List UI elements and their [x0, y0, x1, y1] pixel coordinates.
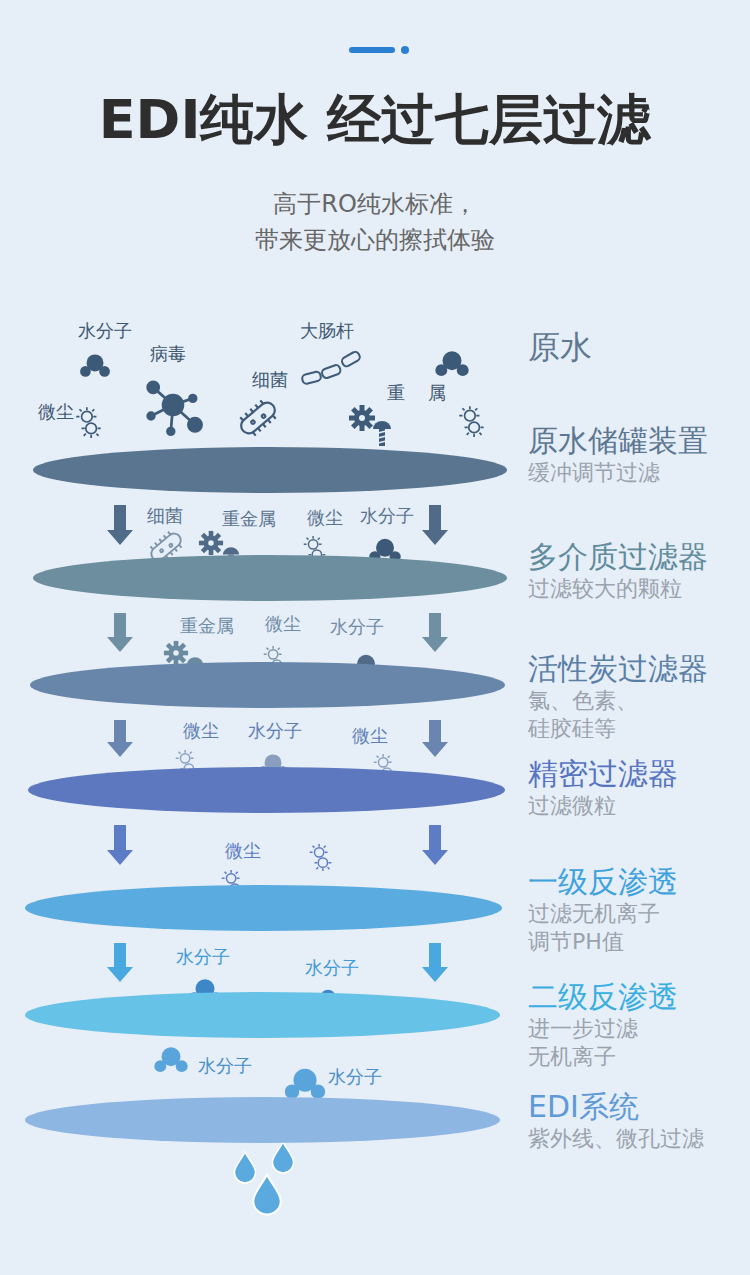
filter-layer: 二级反渗透进一步过滤 无机离子: [25, 992, 500, 1038]
particle-label: 重: [387, 382, 405, 404]
layer-text: 精密过滤器过滤微粒: [528, 757, 743, 820]
layer-disc-shape: [25, 1097, 500, 1143]
title: EDI纯水 经过七层过滤: [0, 88, 750, 153]
layer-text: 一级反渗透过滤无机离子 调节PH值: [528, 865, 688, 957]
layer-text: EDI系统紫外线、微孔过滤: [528, 1090, 743, 1153]
filter-layer: 原水储罐装置缓冲调节过滤: [33, 447, 507, 493]
filter-layer: 精密过滤器过滤微粒: [28, 767, 505, 813]
particle-label: 水分子: [248, 720, 302, 742]
title-bar: [349, 47, 395, 53]
layer-text: 二级反渗透进一步过滤 无机离子: [528, 980, 678, 1072]
layer-title: 精密过滤器: [528, 757, 743, 792]
particle-label: 水分子: [78, 320, 132, 342]
layer-title: EDI系统: [528, 1090, 743, 1125]
layer-title: 二级反渗透: [528, 980, 678, 1015]
particle-label: 细菌: [147, 505, 183, 527]
layer-title: 原水储罐装置: [528, 424, 743, 459]
layer-disc: [28, 767, 505, 813]
layer-title: 多介质过滤器: [528, 540, 743, 575]
caption: 高于RO纯水标准， 带来更放心的擦拭体验: [225, 186, 525, 258]
layer-disc-shape: [30, 662, 505, 708]
particle-label: 微尘: [265, 613, 301, 635]
layer-description: 紫外线、微孔过滤: [528, 1125, 743, 1154]
layer-text: 多介质过滤器过滤较大的颗粒: [528, 540, 743, 603]
particle-label: 水分子: [360, 505, 414, 527]
layer-description: 过滤微粒: [528, 792, 743, 821]
title-dot: [401, 46, 409, 54]
particle-label: 水分子: [198, 1055, 252, 1077]
flow-arrow: [422, 943, 448, 982]
filter-layer: EDI系统紫外线、微孔过滤: [25, 1097, 500, 1143]
flow-arrow: [107, 613, 133, 652]
filter-layer: 多介质过滤器过滤较大的颗粒: [33, 555, 507, 601]
layer-description: 进一步过滤 无机离子: [528, 1015, 658, 1072]
flow-arrow: [107, 825, 133, 865]
layer-disc-shape: [33, 555, 507, 601]
layer-disc: [25, 1097, 500, 1143]
filter-layer: 一级反渗透过滤无机离子 调节PH值: [25, 885, 502, 931]
layer-description: 氯、色素、 硅胶硅等: [528, 687, 658, 744]
particle-label: 水分子: [330, 616, 384, 638]
particle-label: 属: [428, 382, 446, 404]
layer-disc-shape: [25, 885, 502, 931]
particle-label: 微尘: [183, 720, 219, 742]
particle-label: 细菌: [252, 369, 288, 391]
layer-disc: [25, 885, 502, 931]
flow-arrow: [107, 505, 133, 545]
water-drops: [234, 1142, 293, 1215]
layer-disc: [30, 662, 505, 708]
layer-disc-shape: [25, 992, 500, 1038]
flow-arrow: [107, 720, 133, 757]
particle-label: 水分子: [328, 1066, 382, 1088]
flow-arrow: [107, 943, 133, 982]
layer-disc: [33, 447, 507, 493]
flow-arrow: [422, 720, 448, 757]
layer-description: 过滤无机离子 调节PH值: [528, 900, 688, 957]
particle-label: 微尘: [38, 401, 74, 423]
layer-disc-shape: [33, 447, 507, 493]
particle-label: 微尘: [352, 725, 388, 747]
filter-layer: 活性炭过滤器氯、色素、 硅胶硅等: [30, 662, 505, 708]
layer-description: 缓冲调节过滤: [528, 459, 743, 488]
layer-disc-shape: [28, 767, 505, 813]
layer-disc: [33, 555, 507, 601]
layer-disc: [25, 992, 500, 1038]
particle-label: 重金属: [222, 508, 276, 530]
flow-arrow: [422, 825, 448, 865]
layer-title: 活性炭过滤器: [528, 652, 708, 687]
particle-label: 水分子: [176, 946, 230, 968]
particle-label: 水分子: [305, 957, 359, 979]
layer-title: 一级反渗透: [528, 865, 688, 900]
layer-text: 活性炭过滤器氯、色素、 硅胶硅等: [528, 652, 708, 744]
layer-description: 过滤较大的颗粒: [528, 575, 743, 604]
particle-label: 病毒: [150, 343, 186, 365]
particle-label: 微尘: [307, 507, 343, 529]
particle-label: 微尘: [225, 840, 261, 862]
particle-label: 大肠杆: [300, 320, 354, 342]
flow-arrow: [422, 613, 448, 652]
stage-label: 原水: [528, 328, 592, 366]
flow-arrow: [422, 505, 448, 545]
layer-text: 原水储罐装置缓冲调节过滤: [528, 424, 743, 487]
particle-label: 重金属: [180, 615, 234, 637]
